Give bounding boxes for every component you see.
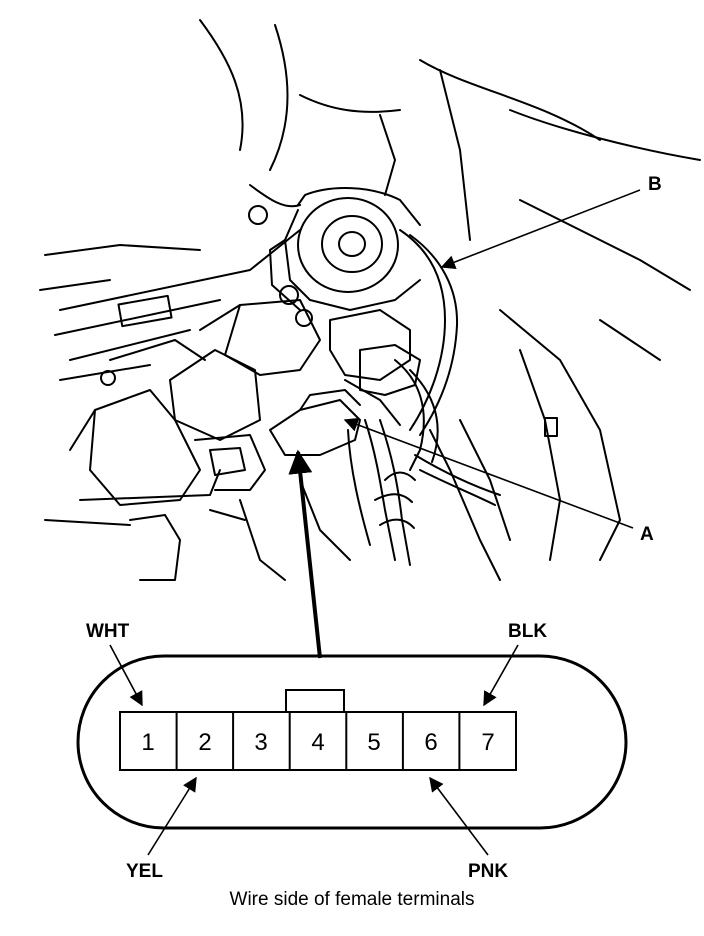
terminal-cells [175, 712, 461, 770]
terminal-1: 1 [141, 729, 154, 756]
terminal-4: 4 [311, 729, 324, 756]
wire-yel-label: YEL [126, 861, 163, 882]
wht-leader [109, 644, 143, 707]
connector-face [76, 654, 628, 830]
terminal-2: 2 [198, 729, 211, 756]
terminal-3: 3 [254, 729, 267, 756]
terminal-numbers: 1 2 3 4 5 6 7 [141, 729, 494, 756]
steering-column-illustration [39, 19, 701, 581]
connector-pointer-arrow [288, 449, 322, 659]
yel-leader [147, 776, 197, 856]
pnk-leader [429, 776, 489, 856]
blk-leader [483, 644, 519, 707]
terminal-7: 7 [481, 729, 494, 756]
terminal-6: 6 [424, 729, 437, 756]
diagram-caption: Wire side of female terminals [229, 889, 475, 910]
terminal-5: 5 [367, 729, 380, 756]
callout-b-leader [440, 189, 641, 270]
wire-blk-label: BLK [508, 621, 548, 642]
callout-a-label: A [640, 524, 654, 545]
wire-wht-label: WHT [86, 621, 130, 642]
callout-b-label: B [648, 174, 662, 195]
callout-a-leader [343, 417, 634, 529]
wire-pnk-label: PNK [468, 861, 509, 882]
